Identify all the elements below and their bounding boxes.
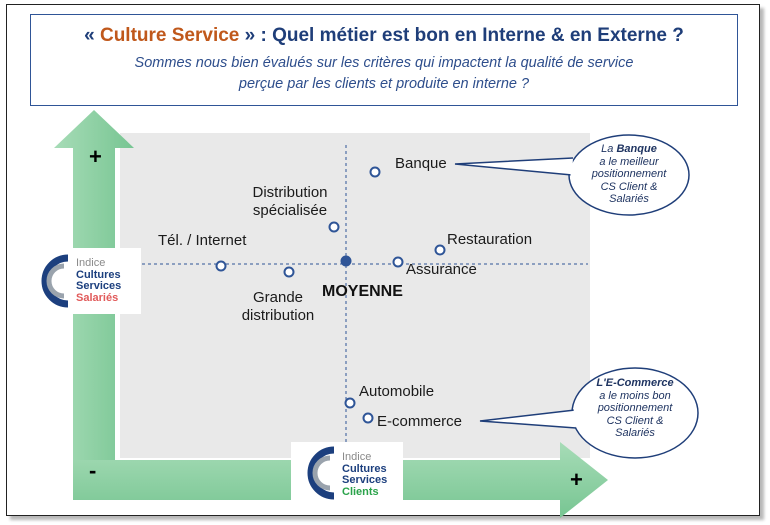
subtitle-line-2: perçue par les clients et produite en in… (238, 76, 530, 92)
label-tel-internet: Tél. / Internet (158, 232, 247, 249)
label-grande-distribution-line1: Grande (252, 289, 304, 306)
page-title: « Culture Service » : Quel métier est bo… (31, 25, 737, 47)
header-box: « Culture Service » : Quel métier est bo… (30, 14, 738, 106)
callout-bottom-line2: a le moins bon (599, 389, 671, 402)
logo-clients-l3: Clients (342, 485, 379, 498)
label-grande-distribution: Grande distribution (236, 289, 320, 325)
logo-clients-text: Indice Cultures Services Clients (342, 451, 388, 498)
callout-top-line1-pre: La (601, 143, 617, 155)
point-assurance (392, 256, 404, 268)
label-distribution-specialisee-line2: spécialisée (252, 202, 328, 219)
point-tel-internet (215, 260, 227, 272)
callout-top-line2: a le meilleur (599, 155, 659, 168)
callout-bottom-line3: positionnement (597, 402, 673, 414)
label-moyenne: MOYENNE (322, 283, 403, 300)
callout-bottom-line1-bold: L'E-Commerce (596, 377, 674, 389)
point-moyenne (340, 255, 352, 267)
label-automobile: Automobile (359, 383, 435, 400)
point-distribution-specialisee (328, 221, 340, 233)
label-banque: Banque (395, 155, 447, 172)
logo-clients-indice: Indice (342, 451, 372, 463)
callout-bottom-text: L'E-Commerce a le moins bon positionneme… (584, 377, 686, 440)
label-assurance: Assurance (406, 261, 477, 278)
point-restauration (434, 244, 446, 256)
callout-bottom-line5: Salariés (615, 427, 655, 439)
title-rest: » : Quel métier est bon en Interne & en … (239, 25, 684, 46)
y-axis-plus-sign: + (89, 144, 102, 169)
label-ecommerce: E-commerce (377, 413, 463, 430)
logo-clients-l1: Cultures (342, 462, 387, 475)
subtitle-line-1: Sommes nous bien évalués sur les critère… (134, 55, 634, 71)
callout-top-line4: CS Client & (600, 180, 658, 193)
y-axis-minus-sign: - (89, 458, 97, 483)
logo-indice-salaries: Indice Cultures Services Salariés (32, 252, 138, 310)
callout-top-line3: positionnement (591, 168, 667, 180)
callout-bottom-line4: CS Client & (606, 414, 664, 427)
point-banque (369, 166, 381, 178)
callout-top-line1-bold: Banque (616, 143, 657, 155)
logo-mark-clients (291, 442, 403, 506)
callout-bottom (479, 367, 699, 459)
label-grande-distribution-line2: distribution (241, 307, 315, 324)
logo-salaries-l3: Salariés (76, 291, 119, 304)
logo-salaries-indice: Indice (76, 257, 106, 269)
title-brand: Culture Service (99, 25, 240, 46)
logo-salaries-text: Indice Cultures Services Salariés (76, 257, 122, 304)
logo-clients-l2: Services (342, 474, 388, 486)
logo-salaries-l2: Services (76, 280, 122, 292)
label-restauration: Restauration (447, 231, 533, 248)
logo-indice-clients: Indice Cultures Services Clients (298, 446, 402, 504)
callout-top (454, 134, 690, 216)
callout-top-text: La Banque a le meilleur positionnement C… (580, 143, 678, 206)
label-distribution-specialisee-line1: Distribution (252, 184, 328, 201)
label-distribution-specialisee: Distribution spécialisée (248, 184, 332, 220)
point-grande-distribution (283, 266, 295, 278)
callout-top-line5: Salariés (609, 193, 649, 205)
title-open-quote: « (84, 25, 100, 46)
logo-mark-salaries (25, 248, 141, 314)
x-axis-plus-sign: + (570, 467, 583, 492)
point-automobile (344, 397, 356, 409)
logo-salaries-l1: Cultures (76, 268, 121, 281)
point-ecommerce (362, 412, 374, 424)
